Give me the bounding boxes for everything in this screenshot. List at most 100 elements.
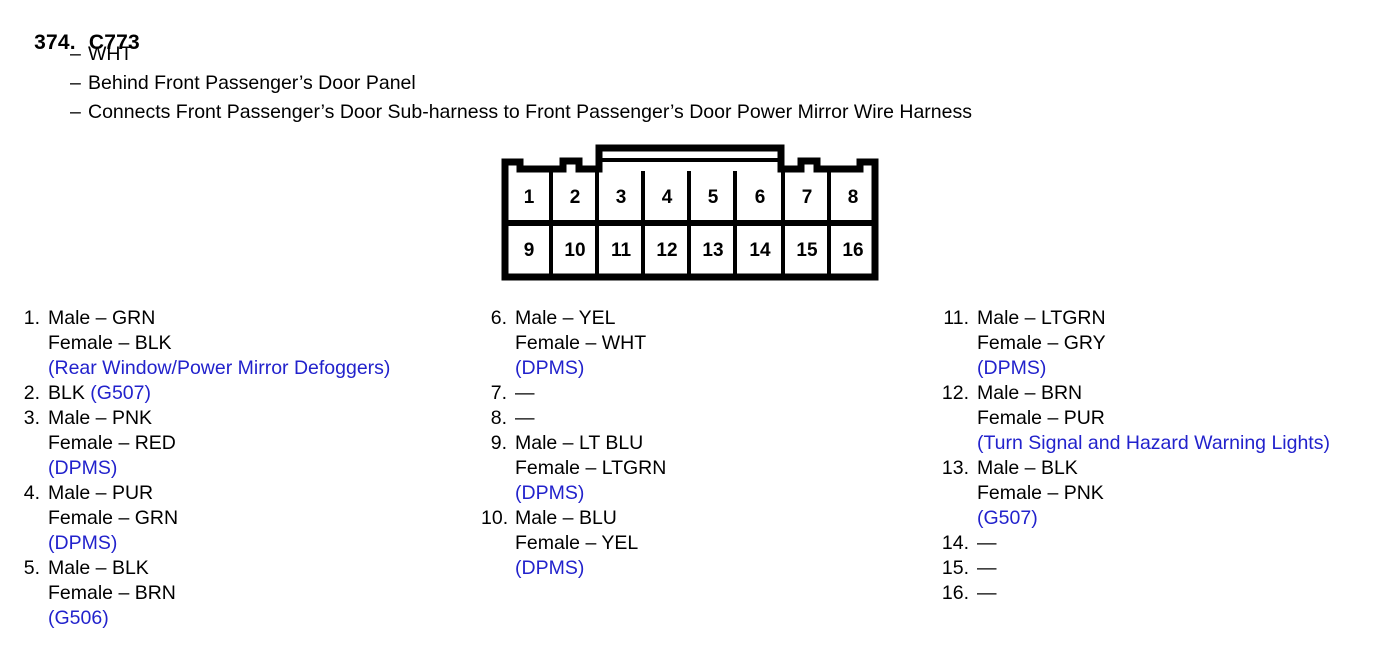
- pin-entry: 4. Male – PUR Female – GRN (DPMS): [14, 481, 464, 556]
- pin-entry-body: —: [515, 406, 921, 431]
- pin-entry-line: Male – BRN: [977, 382, 1083, 404]
- pin-entry-body: Male – LT BLU Female – LTGRN (DPMS): [515, 431, 921, 506]
- pin-entry: 2. BLK (G507): [14, 381, 464, 406]
- pin-entry-line: BLK (G507): [48, 381, 464, 406]
- pin-entry-line: Male – BLK: [977, 457, 1078, 479]
- pin-entry: 14. —: [936, 531, 1374, 556]
- pin-entry-number: 15.: [941, 557, 969, 579]
- pin-entry-line: Female – GRN: [48, 507, 179, 529]
- pin-cell-13: 13: [702, 240, 723, 261]
- pin-entry-number: 1.: [23, 307, 40, 329]
- pin-cell-9: 9: [524, 240, 535, 261]
- connector-description-list: –WHT –Behind Front Passenger’s Door Pane…: [70, 40, 972, 127]
- description-bullet-text: WHT: [88, 43, 133, 65]
- bullet-dash-icon: –: [70, 72, 81, 94]
- pin-circuit-note: (G507): [977, 507, 1038, 529]
- pin-entry-line: Female – PNK: [977, 482, 1104, 504]
- pin-entry: 16. —: [936, 581, 1374, 606]
- pin-cell-5: 5: [708, 187, 719, 208]
- description-bullet: –WHT: [70, 40, 972, 69]
- connector-top-row: 1 2 3 4 5 6 7 8: [524, 187, 859, 208]
- pin-entry-number: 3.: [23, 407, 40, 429]
- pin-entry: 12. Male – BRN Female – PUR (Turn Signal an…: [936, 381, 1374, 456]
- pin-entry-number: 14.: [941, 532, 969, 554]
- pin-circuit-note: (DPMS): [515, 482, 585, 504]
- pin-cell-10: 10: [564, 240, 585, 261]
- entry-number: 374.: [34, 31, 76, 54]
- pin-cell-4: 4: [662, 187, 673, 208]
- pin-cell-2: 2: [570, 187, 581, 208]
- pin-cell-11: 11: [611, 240, 632, 261]
- pin-entry-body: Male – BRN Female – PUR (Turn Signal and H…: [977, 381, 1374, 456]
- connector-bottom-row: 9 10 11 12 13 14 15 16: [524, 240, 864, 261]
- pin-entry-body: —: [977, 556, 1374, 581]
- pin-cell-1: 1: [524, 187, 535, 208]
- pin-entry-number: 9.: [490, 432, 507, 454]
- pin-list-column-left: 1. Male – GRN Female – BLK (Rear Window/Pow…: [14, 306, 464, 631]
- pin-circuit-note: (DPMS): [515, 357, 585, 379]
- pin-entry-line: Male – BLK: [48, 557, 149, 579]
- pin-cell-15: 15: [796, 240, 818, 261]
- pin-entry-line: Female – YEL: [515, 532, 639, 554]
- connector-id: C773: [88, 31, 140, 54]
- pin-entry: 15. —: [936, 556, 1374, 581]
- cell-dividers: [549, 171, 831, 275]
- pin-circuit-note: (DPMS): [48, 532, 118, 554]
- bullet-dash-icon: –: [70, 43, 81, 65]
- pin-entry-body: —: [977, 581, 1374, 606]
- pin-entry-number: 10.: [481, 507, 509, 529]
- pin-entry-number: 2.: [23, 382, 40, 404]
- pin-entry-number: 7.: [490, 382, 507, 404]
- pin-entry: 8. —: [481, 406, 921, 431]
- pin-entry-number: 5.: [23, 557, 40, 579]
- description-bullet: –Behind Front Passenger’s Door Panel: [70, 69, 972, 98]
- pin-entry-line: —: [977, 557, 997, 579]
- pin-circuit-note: (DPMS): [515, 557, 585, 579]
- page-title: 374. C773: [10, 7, 140, 79]
- pin-entry: 1. Male – GRN Female – BLK (Rear Window/Pow…: [14, 306, 464, 381]
- pin-entry-body: Male – BLK Female – PNK (G507): [977, 456, 1374, 531]
- description-bullet: –Connects Front Passenger’s Door Sub-har…: [70, 98, 972, 127]
- pin-circuit-note: (DPMS): [977, 357, 1047, 379]
- pin-entry-number: 4.: [23, 482, 40, 504]
- pin-circuit-note: (Rear Window/Power Mirror Defoggers): [48, 357, 391, 379]
- pin-cell-14: 14: [749, 240, 771, 261]
- pin-entry-number: 8.: [490, 407, 507, 429]
- pin-entry-number: 16.: [941, 582, 969, 604]
- pin-entry-line: Female – BLK: [48, 332, 172, 354]
- pin-entry-line: —: [977, 532, 997, 554]
- pin-entry: 9. Male – LT BLU Female – LTGRN (DPMS): [481, 431, 921, 506]
- pin-entry-body: —: [515, 381, 921, 406]
- pin-entry-line: Male – YEL: [515, 307, 616, 329]
- pin-entry-line: —: [515, 407, 535, 429]
- pin-entry-line: Male – LT BLU: [515, 432, 644, 454]
- pin-entry-line: —: [977, 582, 997, 604]
- connector-pinout-diagram: 1 2 3 4 5 6 7 8 9 10 11 12 13 14 15 16: [495, 140, 900, 288]
- pin-entry-line: Male – PNK: [48, 407, 153, 429]
- pin-entry-line: Male – GRN: [48, 307, 156, 329]
- pin-entry-line: Female – LTGRN: [515, 457, 667, 479]
- pin-entry-line: Male – LTGRN: [977, 307, 1106, 329]
- pin-entry-body: —: [977, 531, 1374, 556]
- pin-circuit-note: (G506): [48, 607, 109, 629]
- pin-entry-body: Male – PUR Female – GRN (DPMS): [48, 481, 464, 556]
- pin-entry-line: Male – PUR: [48, 482, 154, 504]
- pin-entry-number: 12.: [941, 382, 969, 404]
- pin-entry-line: Female – PUR: [977, 407, 1105, 429]
- pin-cell-16: 16: [842, 240, 863, 261]
- pin-circuit-note: (G507): [90, 382, 151, 404]
- pin-entry-body: BLK (G507): [48, 381, 464, 406]
- pin-entry-line: Female – RED: [48, 432, 176, 454]
- pin-circuit-note: (Turn Signal and Hazard Warning Lights): [977, 432, 1330, 454]
- pin-entry: 7. —: [481, 381, 921, 406]
